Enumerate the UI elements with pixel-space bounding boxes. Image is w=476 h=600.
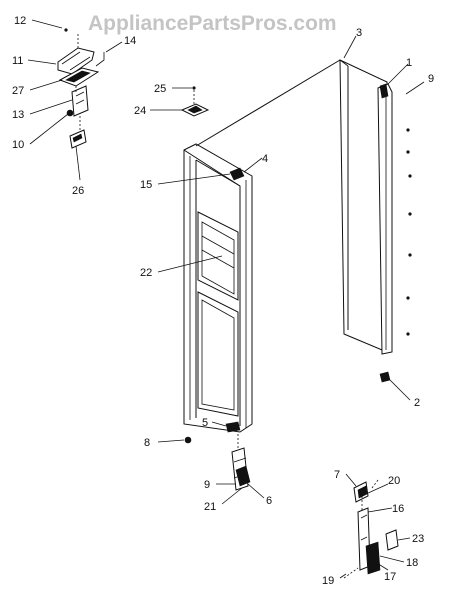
- callout-5: 5: [202, 417, 208, 429]
- screw-8: [184, 436, 192, 444]
- callout-27: 27: [12, 85, 24, 97]
- callout-17: 17: [384, 571, 396, 583]
- callout-13: 13: [12, 109, 24, 121]
- callout-23: 23: [412, 533, 424, 545]
- callout-24: 24: [134, 105, 146, 117]
- callout-14: 14: [124, 35, 136, 47]
- leader-lines: [27, 19, 425, 579]
- callout-7: 7: [334, 469, 340, 481]
- callout-11: 11: [12, 55, 23, 67]
- top-hinge-assembly: [57, 28, 105, 149]
- callout-3: 3: [356, 27, 362, 39]
- callout-1: 1: [406, 57, 412, 69]
- watermark-text: AppliancePartsPros.com: [88, 12, 337, 35]
- callout-22: 22: [140, 267, 152, 279]
- callout-19: 19: [322, 575, 334, 587]
- door-stop-bracket: [180, 86, 210, 117]
- callout-16: 16: [392, 503, 404, 515]
- callout-26: 26: [72, 185, 84, 197]
- dispenser-recess: [197, 211, 239, 301]
- callout-9-top: 9: [428, 73, 434, 85]
- callout-18: 18: [406, 557, 418, 569]
- lower-hinge-assembly: [231, 434, 251, 491]
- callout-9-bottom: 9: [204, 479, 210, 491]
- callout-21: 21: [204, 501, 216, 513]
- callout-2: 2: [414, 397, 420, 409]
- callout-10: 10: [12, 139, 24, 151]
- door-liner-frame: [183, 143, 253, 433]
- bottom-bracket-assembly: [343, 479, 399, 579]
- callout-20: 20: [388, 475, 400, 487]
- hinge-body: [71, 85, 89, 117]
- callout-4: 4: [262, 153, 268, 165]
- callout-15: 15: [140, 179, 152, 191]
- hinge-bushing: [66, 109, 74, 117]
- callout-6: 6: [266, 495, 272, 507]
- callout-25: 25: [154, 83, 166, 95]
- callout-labels: 12 14 11 27 13 10 26 25 24 15 4 22 3 1 9…: [12, 15, 434, 587]
- callout-12: 12: [14, 15, 26, 27]
- door-trim-strip: [377, 83, 412, 383]
- callout-8: 8: [144, 437, 150, 449]
